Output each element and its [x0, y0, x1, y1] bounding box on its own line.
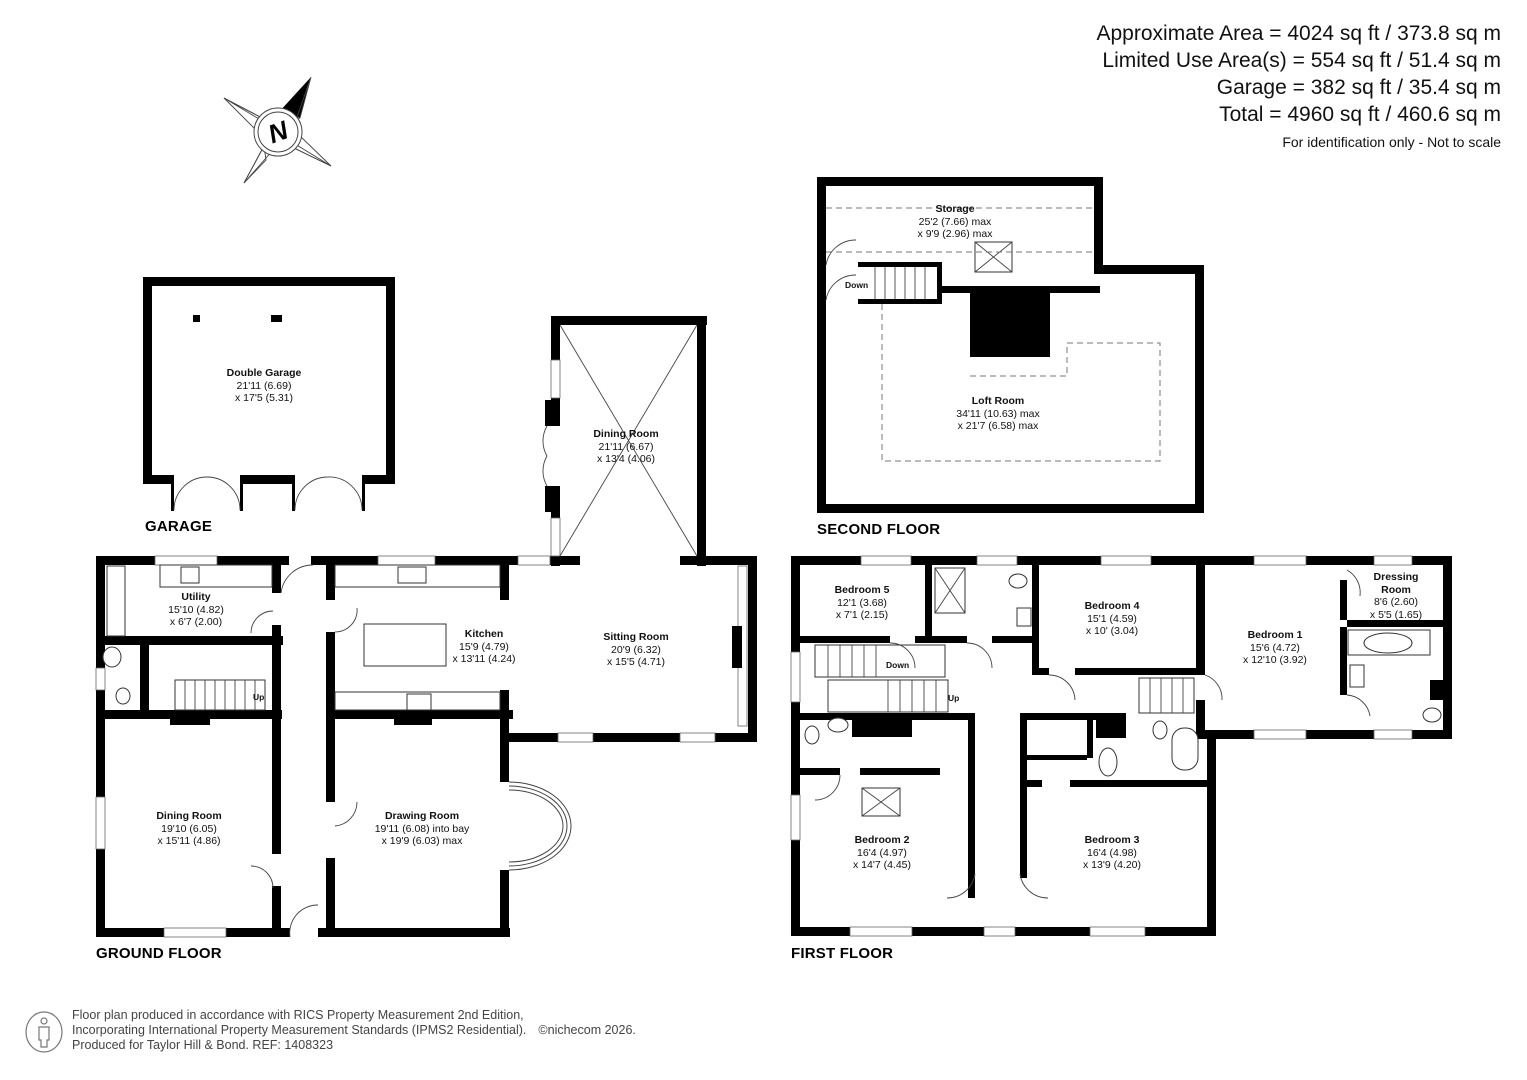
second-floor-walls — [817, 177, 1204, 513]
room-dimension: x 12'10 (3.92) — [1243, 654, 1307, 666]
room-dimension: x 14'7 (4.45) — [852, 859, 912, 871]
room-double-garage: Double Garage 21'11 (6.69) x 17'5 (5.31) — [227, 367, 302, 405]
room-dimension: 15'6 (4.72) — [1250, 641, 1300, 654]
room-name: Storage — [935, 203, 975, 215]
room-dimension: x 13'11 (4.24) — [452, 653, 516, 665]
room-name: Bedroom 5 — [834, 584, 890, 596]
room-dressing-room: Dressing Room 8'6 (2.60) x 5'5 (1.65) — [1370, 571, 1422, 621]
room-name: Dining Room — [593, 428, 659, 440]
footer-credits: Floor plan produced in accordance with R… — [72, 1008, 636, 1053]
room-dimension: x 21'7 (6.58) max — [957, 420, 1039, 432]
room-dimension: x 19'9 (6.03) max — [381, 835, 463, 847]
room-dimension: 20'9 (6.32) — [611, 643, 661, 656]
room-dimension: x 5'5 (1.65) — [1369, 608, 1423, 621]
ground-floor-walls — [95, 316, 757, 938]
room-name: Dressing — [1373, 571, 1419, 583]
room-dimension: x 15'11 (4.86) — [157, 835, 221, 847]
room-dimension: 25'2 (7.66) max — [918, 215, 992, 228]
room-bedroom-5: Bedroom 5 12'1 (3.68) x 7'1 (2.15) — [835, 584, 890, 622]
room-dimension: x 6'7 (2.00) — [169, 616, 223, 628]
room-dimension: x 9'9 (2.96) max — [917, 228, 993, 240]
room-dimension: 15'1 (4.59) — [1087, 612, 1137, 625]
garage-walls — [143, 277, 395, 511]
room-name: Double Garage — [226, 367, 302, 379]
room-dimension: 21'11 (6.69) — [236, 379, 292, 392]
person-measurement-icon — [25, 1011, 63, 1053]
footer-line-2: Incorporating International Property Mea… — [72, 1023, 527, 1037]
room-bedroom-1: Bedroom 1 15'6 (4.72) x 12'10 (3.92) — [1243, 629, 1307, 667]
floor-label-first: FIRST FLOOR — [791, 945, 894, 962]
room-dimension: x 15'5 (4.71) — [606, 656, 666, 668]
room-dimension: 19'11 (6.08) into bay — [374, 822, 470, 835]
floor-label-ground: GROUND FLOOR — [96, 945, 222, 962]
room-dimension: x 10' (3.04) — [1085, 625, 1139, 637]
stairs-down-label: Down — [886, 660, 910, 670]
room-bedroom-3: Bedroom 3 16'4 (4.98) x 13'9 (4.20) — [1083, 834, 1141, 872]
room-name: Bedroom 2 — [854, 834, 910, 846]
footer-line-3: Produced for Taylor Hill & Bond. REF: 14… — [72, 1038, 334, 1052]
approximate-area: Approximate Area = 4024 sq ft / 373.8 sq… — [1096, 22, 1502, 45]
room-loft-room: Loft Room 34'11 (10.63) max x 21'7 (6.58… — [956, 395, 1040, 433]
room-name: Loft Room — [971, 395, 1025, 407]
room-name: Kitchen — [464, 628, 504, 640]
room-bedroom-4: Bedroom 4 15'1 (4.59) x 10' (3.04) — [1085, 600, 1140, 638]
footer-line-1: Floor plan produced in accordance with R… — [72, 1008, 524, 1022]
room-utility: Utility 15'10 (4.82) x 6'7 (2.00) — [168, 591, 224, 629]
room-dimension: 8'6 (2.60) — [1373, 596, 1419, 608]
room-dimension: x 13'4 (4.06) — [596, 453, 656, 465]
room-dimension: x 7'1 (2.15) — [835, 609, 889, 621]
floor-label-second: SECOND FLOOR — [817, 521, 941, 538]
room-kitchen: Kitchen 15'9 (4.79) x 13'11 (4.24) — [452, 628, 515, 666]
room-dimension: 16'4 (4.97) — [857, 846, 907, 859]
stairs-up-label: Up — [253, 692, 265, 702]
room-dimension: 15'10 (4.82) — [168, 603, 224, 616]
room-dimension: 21'11 (6.67) — [598, 440, 654, 453]
room-sitting-room: Sitting Room 20'9 (6.32) x 15'5 (4.71) — [603, 631, 668, 669]
room-dimension: 34'11 (10.63) max — [956, 407, 1040, 420]
room-bedroom-2: Bedroom 2 16'4 (4.97) x 14'7 (4.45) — [853, 834, 911, 872]
room-dimension: 12'1 (3.68) — [837, 596, 887, 609]
room-name: Bedroom 3 — [1084, 834, 1140, 846]
room-dimension: x 13'9 (4.20) — [1082, 859, 1142, 871]
room-name: Bedroom 4 — [1084, 600, 1140, 612]
garage-area: Garage = 382 sq ft / 35.4 sq m — [1216, 76, 1501, 99]
area-summary: Approximate Area = 4024 sq ft / 373.8 sq… — [1097, 20, 1502, 150]
room-name: Bedroom 1 — [1247, 629, 1303, 641]
room-name: Drawing Room — [384, 810, 460, 822]
room-name: Dining Room — [156, 810, 222, 822]
room-dimension: 15'9 (4.79) — [459, 640, 509, 653]
north-compass-icon: N — [223, 76, 332, 184]
room-storage: Storage 25'2 (7.66) max x 9'9 (2.96) max — [918, 203, 993, 241]
floor-label-garage: GARAGE — [145, 518, 213, 535]
first-floor-walls — [790, 555, 1452, 937]
limited-use-area: Limited Use Area(s) = 554 sq ft / 51.4 s… — [1102, 49, 1501, 72]
total-area: Total = 4960 sq ft / 460.6 sq m — [1219, 103, 1501, 126]
stairs-down-label: Down — [845, 280, 869, 290]
room-dimension: 16'4 (4.98) — [1087, 846, 1137, 859]
room-drawing-room: Drawing Room 19'11 (6.08) into bay x 19'… — [375, 810, 470, 848]
room-dimension: x 17'5 (5.31) — [234, 392, 294, 404]
scale-disclaimer: For identification only - Not to scale — [1282, 134, 1501, 150]
room-name: Utility — [181, 591, 211, 603]
room-dining-room: Dining Room 19'10 (6.05) x 15'11 (4.86) — [156, 810, 221, 848]
stairs-up-label: Up — [948, 693, 960, 703]
room-name: Room — [1381, 583, 1411, 596]
footer-copyright: ©nichecom 2026. — [538, 1023, 636, 1037]
room-dimension: 19'10 (6.05) — [161, 822, 217, 835]
room-name: Sitting Room — [603, 631, 669, 643]
room-dining-room-extension: Dining Room 21'11 (6.67) x 13'4 (4.06) — [593, 428, 658, 466]
